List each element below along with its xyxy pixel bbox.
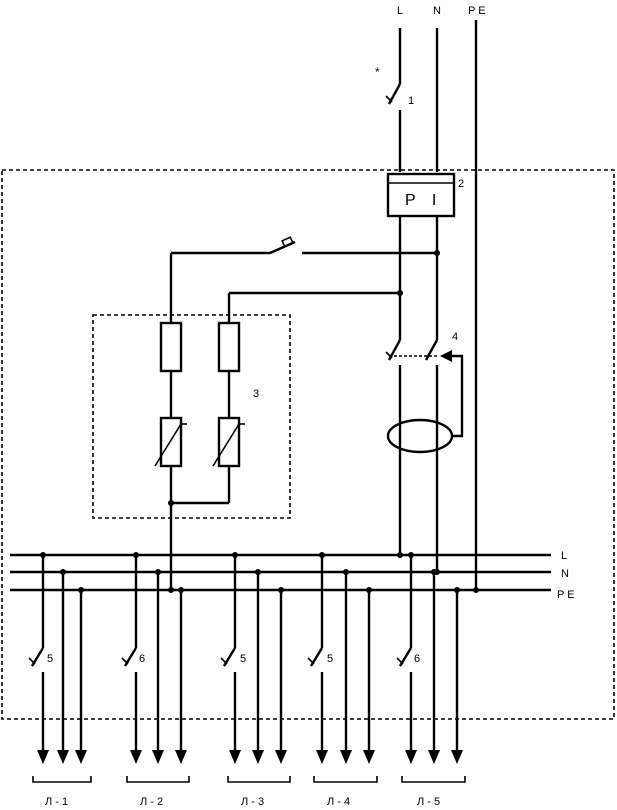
output-circuit-3: 5 Л - 3 [220,552,291,808]
surge-protector: 3 [92,253,291,590]
electricity-meter: P I 2 [386,172,464,218]
supply-label-pe: P E [468,5,486,17]
line-label-4: Л - 4 [327,796,350,808]
bus-label-pe: P E [557,589,575,601]
breaker-number-5: 6 [414,653,420,665]
line-label-2: Л - 2 [140,796,163,808]
line-label-1: Л - 1 [45,796,68,808]
breaker-number-3: 5 [240,653,246,665]
line-label-5: Л - 5 [417,796,440,808]
main-switch-marker: * [375,65,380,79]
meter-label: P I [405,192,442,209]
output-circuit-5: 6 Л - 5 [396,552,466,808]
bus-label-n: N [561,568,569,580]
output-circuit-2: 6 Л - 2 [121,552,190,808]
main-switch: * 1 [375,28,414,172]
varistor-right [217,416,241,468]
rcd-toroid [386,418,454,454]
main-switch-number: 1 [408,95,414,107]
fuse-right [217,321,241,373]
varistor-left [159,416,183,468]
breaker-number-1: 5 [47,653,53,665]
supply-label-n: N [433,5,441,17]
breaker-number-4: 5 [327,653,333,665]
surge-protector-number: 3 [253,388,259,400]
surge-branch-switch [171,236,437,255]
meter-number: 2 [458,178,464,190]
bus-label-l: L [561,550,567,562]
output-circuit-1: 5 Л - 1 [28,552,92,808]
rcd: 4 [385,331,464,572]
output-circuit-4: 5 Л - 4 [307,552,378,808]
panel-enclosure [1,169,615,720]
supply-label-l: L [397,5,403,17]
line-label-3: Л - 3 [241,796,264,808]
breaker-number-2: 6 [139,653,145,665]
rcd-number: 4 [452,331,458,343]
fuse-left [159,321,183,373]
